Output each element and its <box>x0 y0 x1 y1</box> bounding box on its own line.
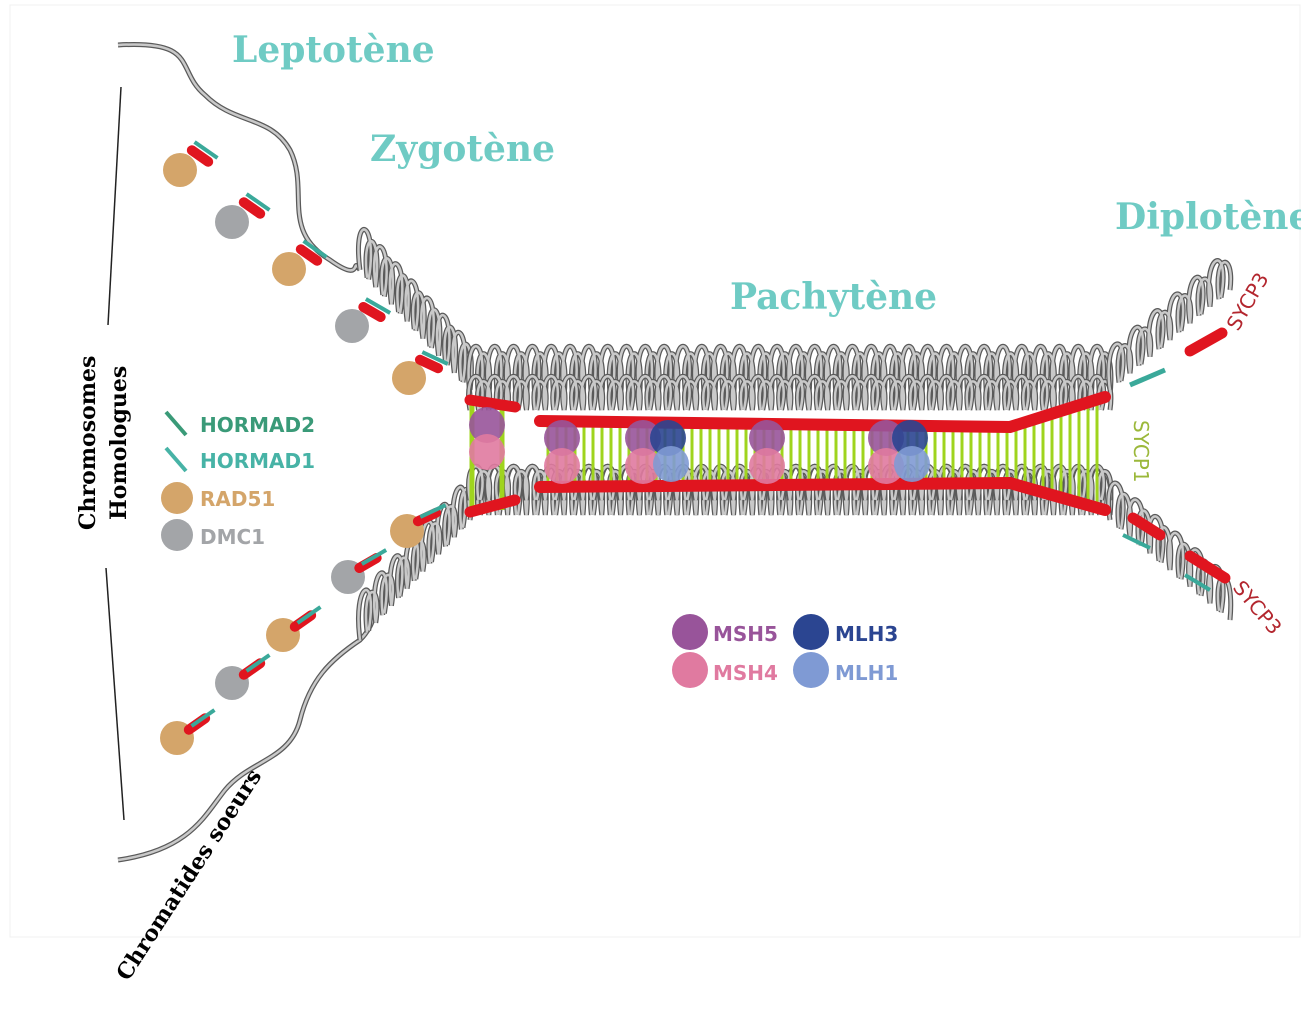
rad51-legend-swatch <box>161 482 193 514</box>
legend-label-hormad2: HORMAD2 <box>200 413 315 437</box>
zygotene-axis-top <box>470 400 515 407</box>
legend-label-mlh3: MLH3 <box>835 622 898 646</box>
focus-msh4 <box>749 448 785 484</box>
msh4-legend-swatch <box>672 652 708 688</box>
focus-mlh1 <box>653 446 689 482</box>
sycp1-label: SYCP1 <box>1129 420 1153 483</box>
legend-label-mlh1: MLH1 <box>835 661 898 685</box>
stage-title-zygotene: Zygotène <box>370 128 555 170</box>
homologs-label-line2: Homologues <box>106 366 132 520</box>
legend-label-rad51: RAD51 <box>200 487 275 511</box>
stage-title-pachytene: Pachytène <box>730 276 937 318</box>
dmc1-legend-swatch <box>161 519 193 551</box>
focus-mlh1 <box>894 446 930 482</box>
legend-label-msh5: MSH5 <box>713 622 778 646</box>
legend-label-dmc1: DMC1 <box>200 525 265 549</box>
stage-title-leptotene: Leptotène <box>232 29 435 71</box>
legend-label-msh4: MSH4 <box>713 661 778 685</box>
legend-label-hormad1: HORMAD1 <box>200 449 315 473</box>
homologs-label-line1: Chromosomes <box>75 356 101 530</box>
mlh1-legend-swatch <box>793 652 829 688</box>
focus-msh4 <box>469 434 505 470</box>
focus-msh4 <box>544 448 580 484</box>
mlh3-legend-swatch <box>793 614 829 650</box>
stage-title-diplotene: Diplotène <box>1115 196 1301 238</box>
msh5-legend-swatch <box>672 614 708 650</box>
